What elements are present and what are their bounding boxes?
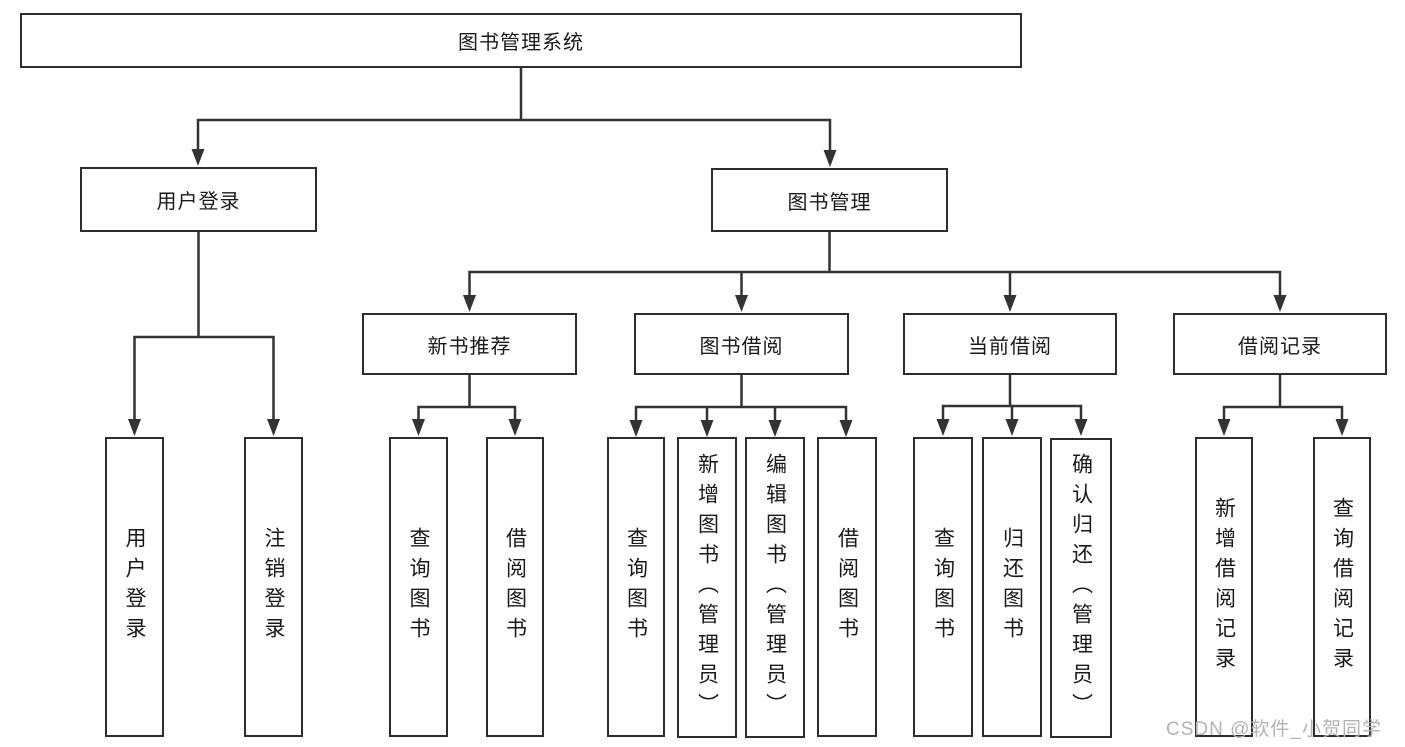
arrowhead xyxy=(629,420,643,437)
leaf-label: 查询图书 xyxy=(407,527,430,647)
leaf-current-confirm-admin: 确认归还（管理员） xyxy=(1050,438,1112,738)
leaf-label: 确认归还（管理员） xyxy=(1069,453,1093,723)
arrowhead xyxy=(823,150,837,167)
arrowhead xyxy=(128,419,141,436)
leaf-label: 查询图书 xyxy=(931,527,955,647)
arrowhead xyxy=(508,419,522,436)
watermark-text: CSDN @软件_小贺同学 xyxy=(1166,719,1382,740)
leaf-newbooks-query: 查询图书 xyxy=(389,437,448,737)
arrowhead xyxy=(1003,295,1017,312)
arrowhead xyxy=(412,419,425,436)
leaf-logout-login: 注销登录 xyxy=(244,437,303,737)
arrowhead xyxy=(1217,419,1231,436)
node-book-management: 图书管理 xyxy=(711,168,948,232)
leaf-records-query: 查询借阅记录 xyxy=(1313,437,1371,737)
arrowhead xyxy=(735,295,748,312)
arrowhead xyxy=(1005,419,1019,436)
node-user-login: 用户登录 xyxy=(80,167,317,232)
leaf-records-add: 新增借阅记录 xyxy=(1195,437,1253,737)
leaf-borrow-edit-admin: 编辑图书（管理员） xyxy=(745,437,805,738)
arrowhead xyxy=(463,295,476,312)
leaf-label: 归还图书 xyxy=(1000,527,1024,647)
arrowhead xyxy=(191,149,205,166)
arrowhead xyxy=(839,420,853,437)
leaf-label: 借阅图书 xyxy=(503,527,527,647)
arrowheads xyxy=(128,149,1349,437)
node-borrow-records: 借阅记录 xyxy=(1173,313,1387,375)
node-current-borrow: 当前借阅 xyxy=(903,313,1117,375)
node-root: 图书管理系统 xyxy=(20,13,1022,68)
arrowhead xyxy=(1335,419,1349,436)
leaf-label: 新增借阅记录 xyxy=(1212,497,1236,677)
node-new-book-recommend: 新书推荐 xyxy=(362,313,577,375)
arrowhead xyxy=(936,419,950,436)
arrowhead xyxy=(267,419,280,436)
connector-lines xyxy=(133,68,1344,421)
leaf-borrow-query: 查询图书 xyxy=(607,437,665,737)
leaf-user-login: 用户登录 xyxy=(105,437,164,737)
leaf-label: 用户登录 xyxy=(123,527,146,647)
leaf-label: 查询图书 xyxy=(624,527,648,647)
leaf-label: 查询借阅记录 xyxy=(1330,497,1354,677)
leaf-current-return: 归还图书 xyxy=(982,437,1042,737)
leaf-label: 注销登录 xyxy=(262,527,285,647)
leaf-newbooks-borrow: 借阅图书 xyxy=(486,437,544,737)
leaf-label: 新增图书（管理员） xyxy=(695,452,719,723)
arrowhead xyxy=(700,420,714,437)
leaf-borrow-borrow: 借阅图书 xyxy=(817,437,877,737)
arrowhead xyxy=(1273,295,1287,312)
node-book-borrow: 图书借阅 xyxy=(634,313,849,375)
leaf-current-query: 查询图书 xyxy=(913,437,973,737)
arrowhead xyxy=(768,420,782,437)
leaf-label: 编辑图书（管理员） xyxy=(763,452,787,723)
arrowhead xyxy=(1074,419,1088,436)
leaf-borrow-add-admin: 新增图书（管理员） xyxy=(677,437,737,738)
leaf-label: 借阅图书 xyxy=(835,527,859,647)
